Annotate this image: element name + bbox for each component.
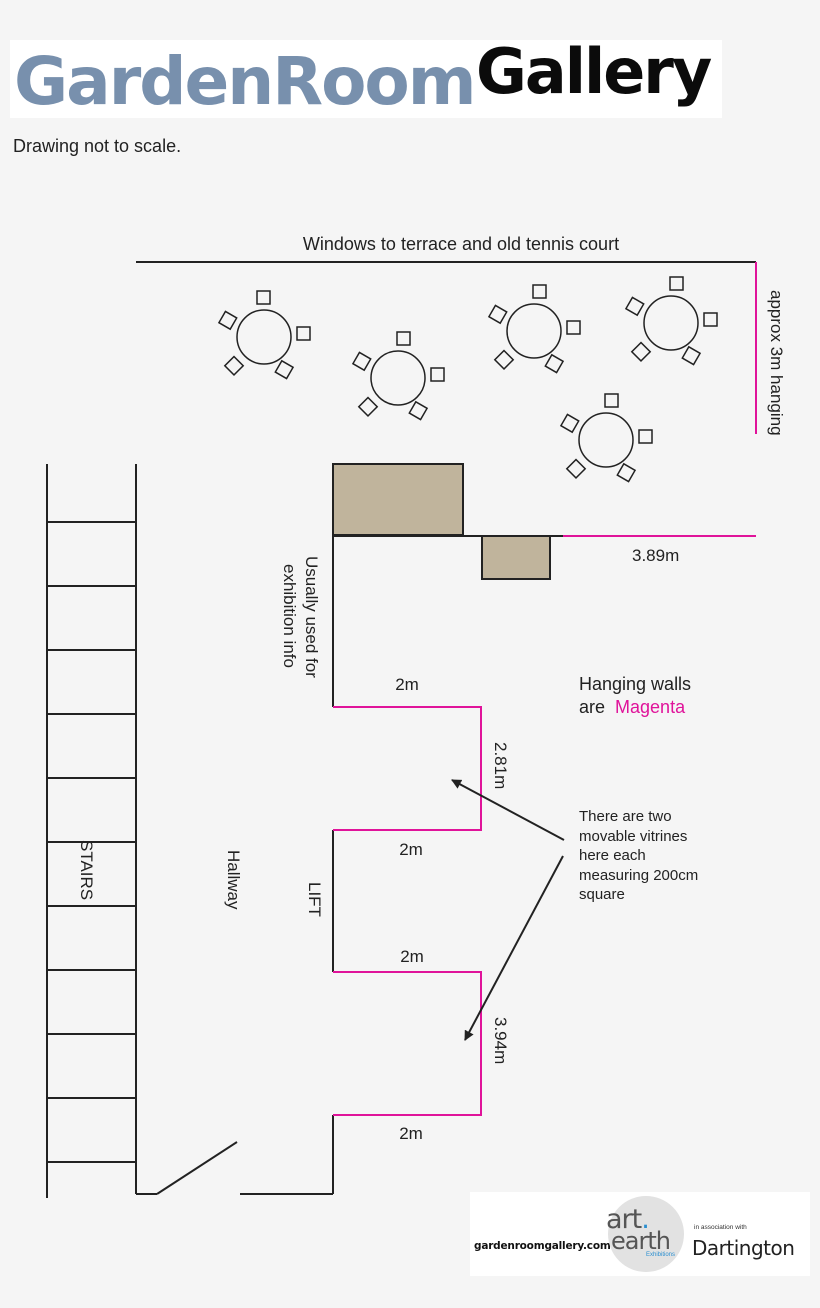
table-2 <box>351 331 445 421</box>
legend-line-2: are Magenta <box>579 697 686 717</box>
hanging-right-label: approx 3m hanging <box>767 290 786 436</box>
display-block-small <box>481 535 551 580</box>
dim-281-label: 2.81m <box>491 742 510 789</box>
lift-label: LIFT <box>305 882 324 917</box>
display-block-large <box>332 463 464 536</box>
dining-tables <box>217 276 718 483</box>
windows-label: Windows to terrace and old tennis court <box>303 234 619 254</box>
art-earth-logo-earth: earth <box>611 1227 671 1255</box>
stairs-label: STAIRS <box>77 840 96 900</box>
title-gallery: Gallery <box>476 35 712 108</box>
vitrine-note-1: There are two <box>579 808 672 825</box>
table-5 <box>559 393 653 483</box>
vitrine-note-4: measuring 200cm <box>579 867 698 884</box>
hanging-walls <box>333 706 482 1116</box>
title-gardenroom: GardenRoom <box>14 43 477 120</box>
art-dot: . <box>641 1204 650 1235</box>
footer-banner: gardenroomgallery.com art. earth Exhibit… <box>470 1192 810 1276</box>
exhibition-label-2: exhibition info <box>280 564 299 668</box>
legend-magenta: Magenta <box>615 697 686 717</box>
wall-3-label: 2m <box>400 947 424 966</box>
wall-2-label: 2m <box>399 840 423 859</box>
dim-394-label: 3.94m <box>491 1017 510 1064</box>
wall-1-label: 2m <box>395 675 419 694</box>
dartington-logo-text: Dartington <box>692 1236 795 1260</box>
exhibition-label-1: Usually used for <box>302 556 321 678</box>
dim-top-label: 3.89m <box>632 546 679 565</box>
art-earth-logo-exhibitions: Exhibitions <box>646 1252 676 1258</box>
art-earth-logo-art: art. <box>606 1204 650 1235</box>
art-text: art <box>606 1204 642 1235</box>
website-url: gardenroomgallery.com <box>474 1240 611 1252</box>
table-4 <box>624 276 718 366</box>
entrance-door <box>136 1141 333 1195</box>
stairs <box>46 464 137 1198</box>
table-3 <box>487 284 581 374</box>
vitrine-arrow-2 <box>464 855 564 1041</box>
table-1 <box>217 290 311 380</box>
vitrine-note-5: square <box>579 886 625 903</box>
vitrine-note-2: movable vitrines <box>579 828 687 845</box>
legend-line-1: Hanging walls <box>579 674 691 694</box>
hallway-label: Hallway <box>224 850 243 910</box>
header-banner: GardenRoom Gallery <box>10 36 722 120</box>
wall-4-label: 2m <box>399 1124 423 1143</box>
art-earth-logo-circle <box>608 1196 684 1272</box>
scale-note: Drawing not to scale. <box>13 136 182 156</box>
legend-prefix: are <box>579 697 605 717</box>
association-text: in association with <box>694 1224 747 1231</box>
vitrine-note-3: here each <box>579 847 646 864</box>
vitrine-arrow-1 <box>451 779 565 841</box>
